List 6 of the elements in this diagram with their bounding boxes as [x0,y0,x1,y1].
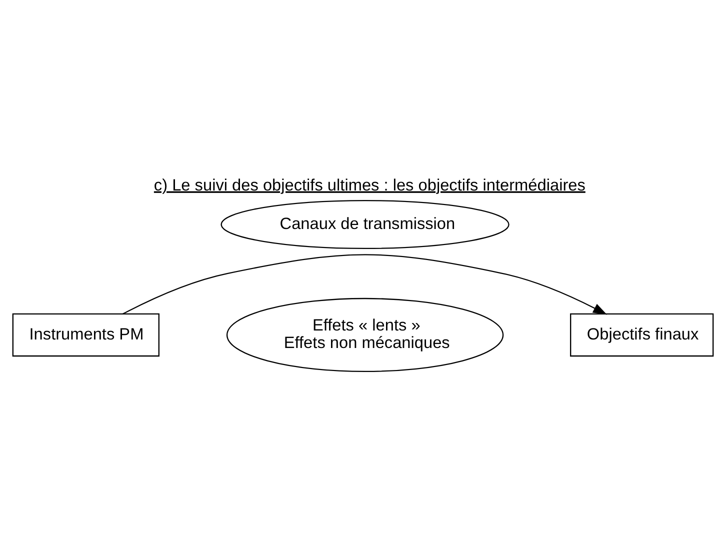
node-box: Instruments PM [12,312,160,356]
arrow [122,254,608,314]
diagram-title: c) Le suivi des objectifs ultimes : les objectifs intermédiaires [154,176,586,194]
node-ellipse: Canaux de transmission [220,199,510,249]
node-box: Objectifs finaux [570,312,714,356]
node-ellipse: Effets « lents » Effets non mécaniques [226,297,504,372]
